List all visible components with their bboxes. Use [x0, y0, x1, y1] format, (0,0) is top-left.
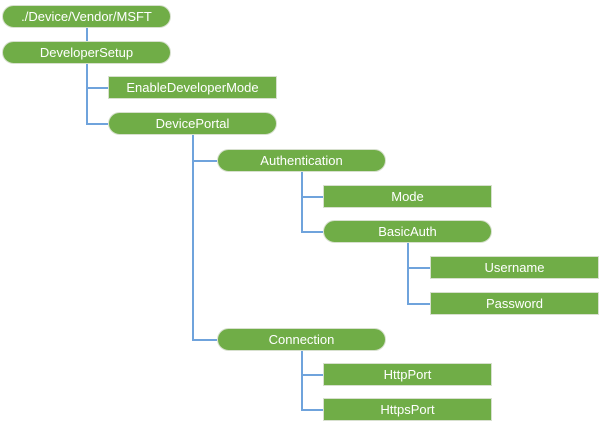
tree-node-password: Password [430, 292, 599, 315]
connector-line [85, 64, 88, 125]
connector-line [300, 195, 323, 198]
tree-node-enable-developer-mode: EnableDeveloperMode [108, 76, 277, 99]
connector-line [191, 338, 217, 341]
tree-node-username: Username [430, 256, 599, 279]
connector-line [300, 172, 303, 233]
tree-node-device-portal: DevicePortal [108, 112, 277, 135]
tree-node-developer-setup: DeveloperSetup [2, 41, 171, 64]
connector-line [85, 28, 88, 41]
connector-line [300, 230, 323, 233]
connector-line [300, 351, 303, 411]
connector-line [191, 159, 217, 162]
connector-line [85, 122, 108, 125]
tree-node-basic-auth: BasicAuth [323, 220, 492, 243]
tree-node-mode: Mode [323, 185, 492, 208]
connector-line [300, 373, 323, 376]
connector-line [300, 408, 323, 411]
connector-line [406, 302, 430, 305]
tree-node-connection: Connection [217, 328, 386, 351]
tree-node-https-port: HttpsPort [323, 398, 492, 421]
connector-line [406, 266, 430, 269]
tree-node-root: ./Device/Vendor/MSFT [2, 5, 171, 28]
connector-line [406, 243, 409, 305]
connector-line [85, 86, 108, 89]
tree-node-authentication: Authentication [217, 149, 386, 172]
tree-node-http-port: HttpPort [323, 363, 492, 386]
connector-line [191, 135, 194, 341]
